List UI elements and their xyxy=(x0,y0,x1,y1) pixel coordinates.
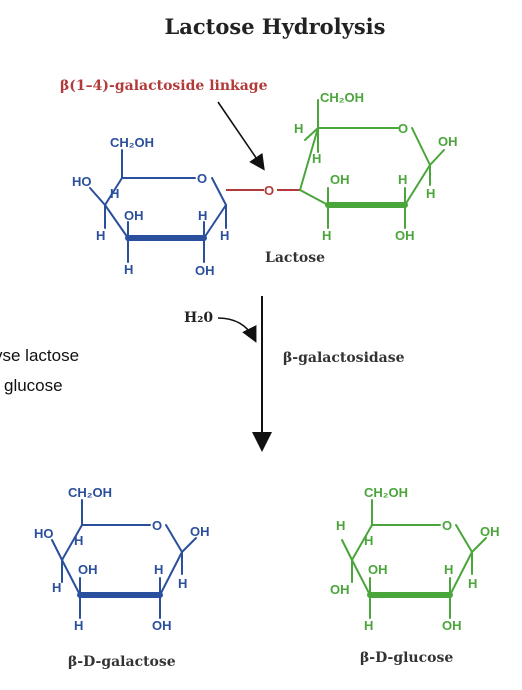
pgal-ring-oxygen: O xyxy=(152,518,162,533)
product-glucose-label: β-D-glucose xyxy=(360,650,453,666)
glc-h-c1-label: H xyxy=(426,186,435,201)
cropped-text-line-2: glucose xyxy=(4,376,63,395)
gal-ring-oxygen: O xyxy=(197,171,207,186)
glc-h-c2-label: H xyxy=(398,172,407,187)
linkage-label: β(1–4)-galactoside linkage xyxy=(60,78,268,94)
glc-oh-c2-label: OH xyxy=(395,228,415,243)
pgal-ho-label: HO xyxy=(34,526,54,541)
pglc-ring-oxygen: O xyxy=(442,518,452,533)
pgal-oh-c3-label: OH xyxy=(78,562,98,577)
water-curved-arrow xyxy=(217,317,257,343)
product-glucose-ring xyxy=(341,499,487,619)
gal-h-c2-label: H xyxy=(198,208,207,223)
pglc-h-c5b-label: H xyxy=(364,533,373,548)
gal-oh-c2-label: OH xyxy=(195,263,215,278)
glc-h-c3-label: H xyxy=(322,228,331,243)
lactose-galactose-atoms: CH₂OH O HO H H OH H H OH H xyxy=(72,135,229,278)
pglc-oh-c2-label: OH xyxy=(442,618,462,633)
glc-ring-oxygen: O xyxy=(398,121,408,136)
product-galactose-label: β-D-galactose xyxy=(68,654,176,670)
lactose-label: Lactose xyxy=(265,250,325,266)
glc-h-c5b-label: H xyxy=(312,151,321,166)
pgal-oh-c2-label: OH xyxy=(152,618,172,633)
pgal-h-c1-label: H xyxy=(178,576,187,591)
lactose-galactose-ring xyxy=(89,149,227,263)
pglc-oh-c4-label: OH xyxy=(330,582,350,597)
gal-h-c4b-label: H xyxy=(96,228,105,243)
pglc-oh-c3-label: OH xyxy=(368,562,388,577)
glc-oh-c1-label: OH xyxy=(438,134,458,149)
gal-h-c1-label: H xyxy=(220,228,229,243)
gal-h-c4-label: H xyxy=(110,186,119,201)
pglc-oh-c1-label: OH xyxy=(480,524,500,539)
pgal-h-c3-label: H xyxy=(74,618,83,633)
product-glucose-atoms: CH₂OH O H H OH OH H H OH OH H xyxy=(330,485,500,633)
bridge-oxygen: O xyxy=(264,183,274,198)
pglc-h-c1-label: H xyxy=(468,576,477,591)
pglc-ch2oh-label: CH₂OH xyxy=(364,485,408,500)
glc-oh-c3-label: OH xyxy=(330,172,350,187)
pgal-oh-c1-label: OH xyxy=(190,524,210,539)
glc-ch2oh-label: CH₂OH xyxy=(320,90,364,105)
lactose-glucose-ring xyxy=(299,99,445,229)
gal-ho-label: HO xyxy=(72,174,92,189)
water-label: H₂0 xyxy=(184,310,213,326)
gal-ch2oh-label: CH₂OH xyxy=(110,135,154,150)
gal-oh-c3-label: OH xyxy=(124,208,144,223)
pgal-h-c4b-label: H xyxy=(52,580,61,595)
pgal-ch2oh-label: CH₂OH xyxy=(68,485,112,500)
linkage-pointer-arrow xyxy=(217,101,265,171)
pglc-h-c5-label: H xyxy=(336,518,345,533)
pgal-h-c4-label: H xyxy=(74,533,83,548)
gal-h-c3-label: H xyxy=(124,262,133,277)
pglc-h-c2-label: H xyxy=(444,562,453,577)
cropped-text-line-1: yse lactose xyxy=(0,346,79,365)
lactose-glucose-atoms: CH₂OH O H H OH H H OH OH H xyxy=(294,90,458,243)
pgal-h-c2-label: H xyxy=(154,562,163,577)
diagram-title: Lactose Hydrolysis xyxy=(165,14,386,39)
enzyme-label: β-galactosidase xyxy=(283,350,405,366)
product-galactose-atoms: CH₂OH O HO H H OH H H OH OH H xyxy=(34,485,210,633)
product-galactose-ring xyxy=(51,499,197,619)
glc-h-c5-label: H xyxy=(294,121,303,136)
pglc-h-c3-label: H xyxy=(364,618,373,633)
